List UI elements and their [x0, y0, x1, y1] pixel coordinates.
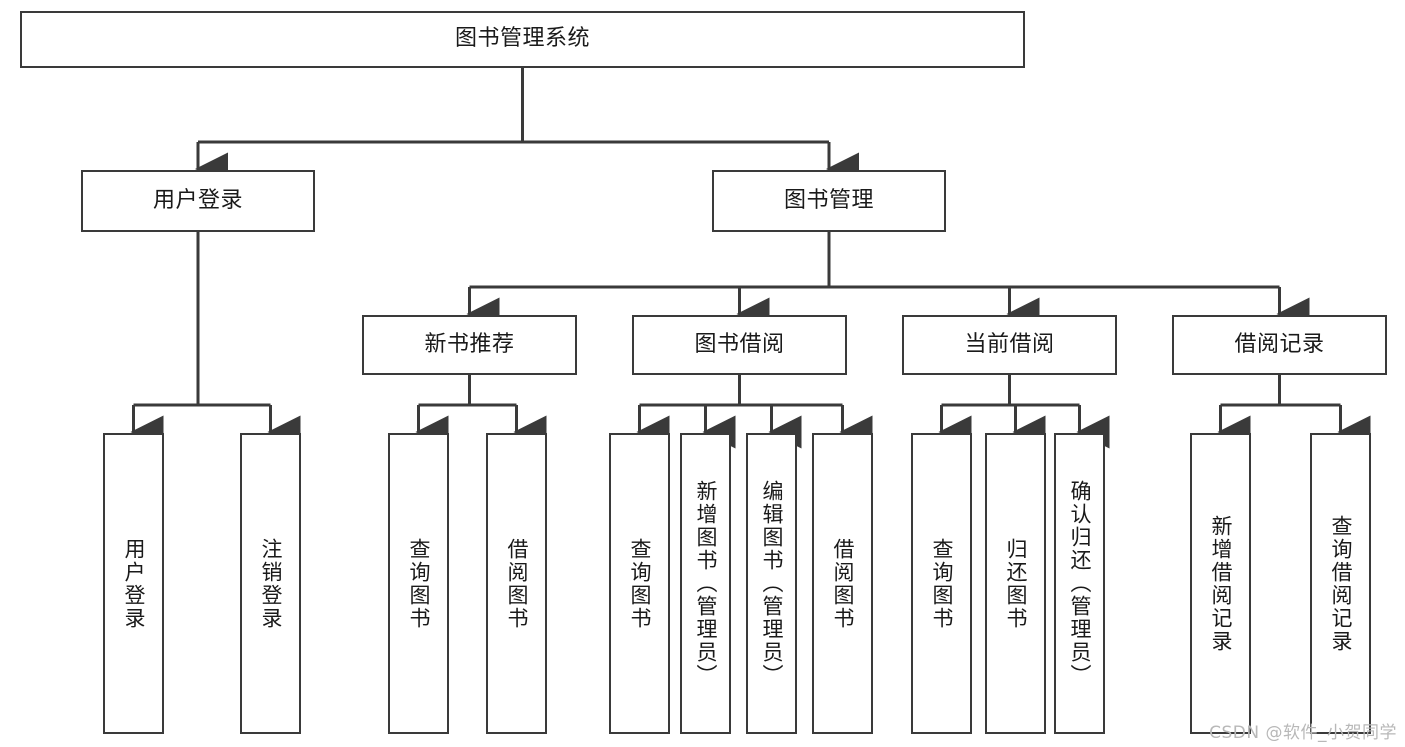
node-leaf-borrow-book-1[interactable]: 借阅图书: [486, 433, 547, 734]
node-label: 新增图书（管理员）: [694, 480, 718, 687]
node-current-borrow[interactable]: 当前借阅: [902, 315, 1117, 375]
node-label: 图书管理: [783, 187, 874, 213]
node-leaf-query-book-1[interactable]: 查询图书: [388, 433, 449, 734]
node-label: 新书推荐: [424, 331, 515, 357]
node-label: 当前借阅: [964, 331, 1055, 357]
node-label: 图书管理系统: [454, 26, 590, 52]
node-borrow-record[interactable]: 借阅记录: [1172, 315, 1387, 375]
node-label: 查询图书: [407, 537, 431, 630]
node-root[interactable]: 图书管理系统: [20, 11, 1025, 68]
node-label: 用户登录: [122, 537, 146, 630]
node-label: 新增借阅记录: [1209, 514, 1233, 653]
node-label: 借阅图书: [505, 537, 529, 630]
node-label: 编辑图书（管理员）: [760, 480, 784, 687]
node-leaf-user-login[interactable]: 用户登录: [103, 433, 164, 734]
node-leaf-query-book-3[interactable]: 查询图书: [911, 433, 972, 734]
node-leaf-confirm-return[interactable]: 确认归还（管理员）: [1054, 433, 1105, 734]
node-label: 归还图书: [1004, 537, 1028, 630]
node-leaf-return-book[interactable]: 归还图书: [985, 433, 1046, 734]
node-label: 借阅记录: [1234, 331, 1325, 357]
node-book-borrow[interactable]: 图书借阅: [632, 315, 847, 375]
node-leaf-add-record[interactable]: 新增借阅记录: [1190, 433, 1251, 734]
node-leaf-add-book[interactable]: 新增图书（管理员）: [680, 433, 731, 734]
node-label: 查询图书: [930, 537, 954, 630]
node-label: 查询图书: [628, 537, 652, 630]
node-user-login[interactable]: 用户登录: [81, 170, 315, 232]
node-leaf-query-record[interactable]: 查询借阅记录: [1310, 433, 1371, 734]
node-leaf-user-logout[interactable]: 注销登录: [240, 433, 301, 734]
node-label: 用户登录: [152, 187, 243, 213]
node-leaf-edit-book[interactable]: 编辑图书（管理员）: [746, 433, 797, 734]
node-label: 注销登录: [259, 537, 283, 630]
node-label: 图书借阅: [694, 331, 785, 357]
node-leaf-borrow-book-2[interactable]: 借阅图书: [812, 433, 873, 734]
node-book-manage[interactable]: 图书管理: [712, 170, 946, 232]
node-label: 借阅图书: [831, 537, 855, 630]
node-label: 确认归还（管理员）: [1068, 480, 1092, 687]
node-leaf-query-book-2[interactable]: 查询图书: [609, 433, 670, 734]
node-label: 查询借阅记录: [1329, 514, 1353, 653]
node-new-book-rec[interactable]: 新书推荐: [362, 315, 577, 375]
